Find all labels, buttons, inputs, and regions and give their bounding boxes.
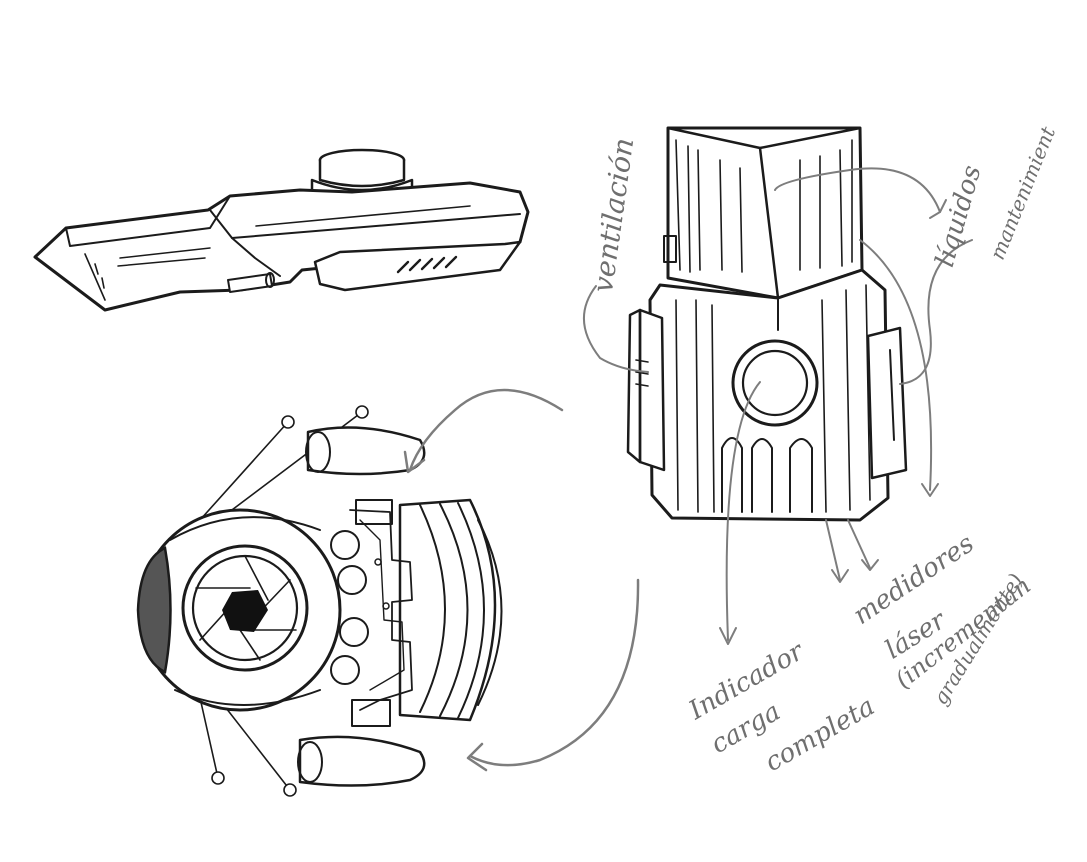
annotation-arrows	[403, 167, 973, 772]
lens-device-sketch	[136, 405, 503, 797]
elongated-device-sketch	[33, 148, 530, 312]
prism-device-sketch	[626, 126, 908, 522]
